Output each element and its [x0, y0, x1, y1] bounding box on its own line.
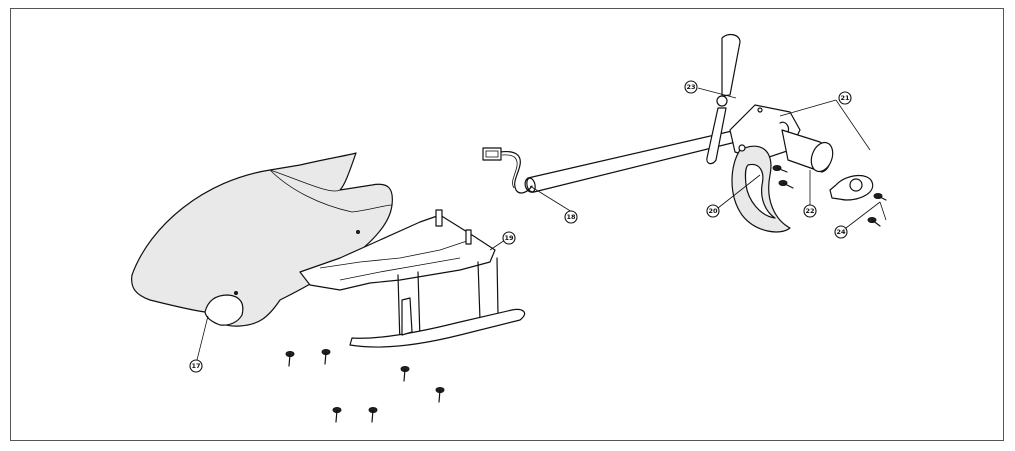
tail-rotor — [706, 33, 741, 165]
drawing-frame — [10, 8, 1004, 441]
canopy — [131, 152, 393, 327]
canopy-hole — [356, 230, 360, 234]
svg-text:18: 18 — [566, 213, 576, 221]
callout-17: 17 — [189, 359, 203, 373]
screw — [772, 165, 788, 173]
screw — [285, 351, 295, 367]
callout-21: 21 — [838, 91, 852, 105]
motor-clamp — [829, 175, 874, 201]
callout-19: 19 — [502, 231, 516, 245]
svg-text:20: 20 — [708, 207, 718, 215]
callout-20: 20 — [706, 204, 720, 218]
svg-text:23: 23 — [686, 83, 695, 91]
callout-24: 24 — [834, 225, 848, 239]
svg-text:21: 21 — [840, 94, 850, 102]
screw — [873, 193, 887, 201]
screw — [400, 366, 410, 382]
screw — [435, 387, 445, 403]
svg-text:17: 17 — [191, 362, 200, 370]
screw — [778, 180, 794, 189]
callout-18: 18 — [564, 210, 578, 224]
leader-lines — [196, 87, 887, 361]
screw — [368, 407, 378, 423]
servo-wire — [482, 147, 533, 194]
canopy-hole — [234, 291, 238, 295]
tail-motor — [779, 121, 834, 173]
screw — [867, 217, 881, 227]
svg-text:22: 22 — [805, 207, 814, 215]
callout-23: 23 — [684, 80, 698, 94]
svg-text:24: 24 — [836, 228, 846, 236]
callout-22: 22 — [803, 204, 817, 218]
screw — [321, 349, 331, 365]
screws — [285, 165, 887, 423]
tail-gearbox — [729, 104, 801, 233]
main-frame-and-skid — [299, 209, 526, 348]
svg-text:19: 19 — [504, 234, 514, 242]
screw — [332, 407, 342, 423]
